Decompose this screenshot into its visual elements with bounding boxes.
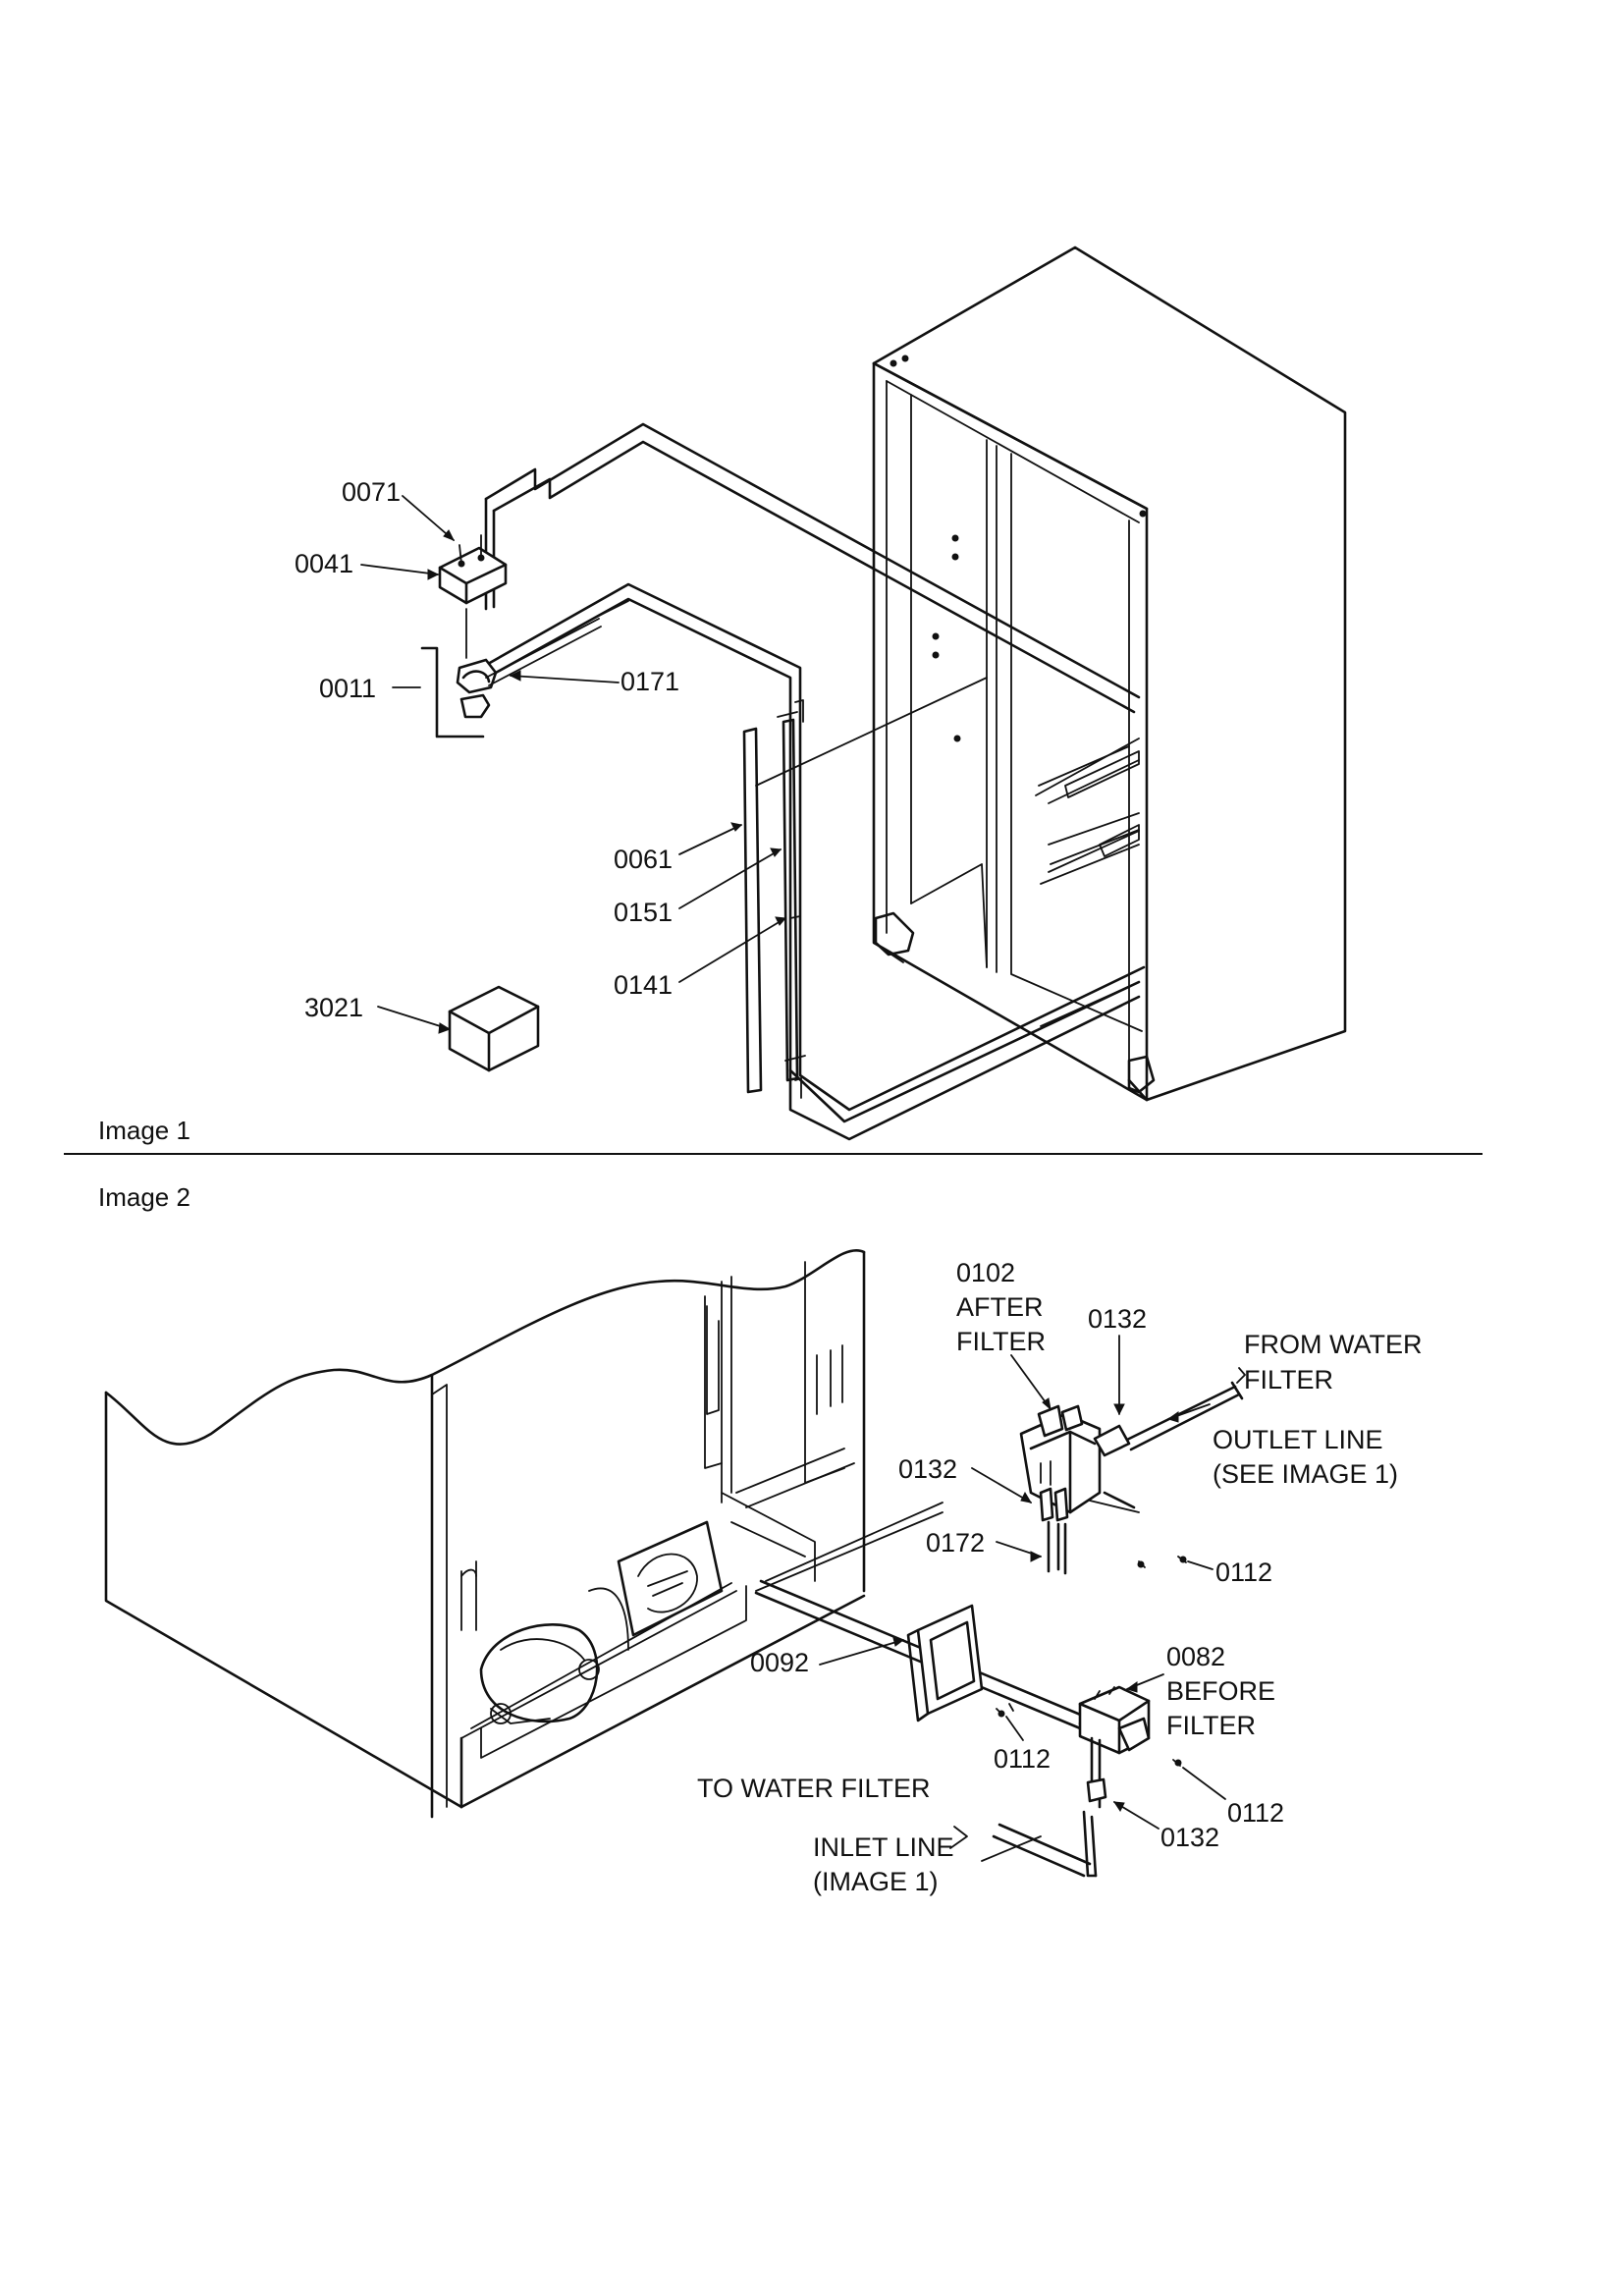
bracket-0092: [906, 1604, 984, 1722]
leader-lines-image2: [819, 1335, 1246, 1862]
caption-image1: Image 1: [98, 1116, 190, 1145]
label-to-water-filter: TO WATER FILTER: [697, 1774, 931, 1803]
label-0112-mid: 0112: [994, 1744, 1051, 1774]
label-outlet-line: OUTLET LINE: [1213, 1425, 1383, 1454]
label-filter-before: FILTER: [1166, 1711, 1256, 1740]
label-image1-ref: (IMAGE 1): [813, 1867, 939, 1896]
label-see-image1: (SEE IMAGE 1): [1213, 1459, 1398, 1489]
label-filter-after: FILTER: [956, 1327, 1046, 1356]
rods: [742, 699, 806, 1099]
label-filter-from: FILTER: [1244, 1365, 1333, 1394]
valve-0102-after-filter: [1019, 1381, 1244, 1575]
label-after: AFTER: [956, 1292, 1044, 1322]
label-0061: 0061: [614, 845, 673, 874]
label-0132-mid: 0132: [898, 1454, 957, 1484]
valve-0082-before-filter: [992, 1685, 1151, 1878]
box-3021: [448, 985, 540, 1072]
label-0071: 0071: [342, 477, 401, 507]
label-0132-low: 0132: [1160, 1823, 1219, 1852]
water-line-tubing: [479, 422, 1146, 1141]
label-0151: 0151: [614, 898, 673, 927]
screws: [996, 1556, 1187, 1767]
label-0082: 0082: [1166, 1642, 1225, 1671]
image2-diagram: 0102 AFTER FILTER 0132 FROM WATER FILTER…: [104, 1249, 1422, 1896]
label-0102: 0102: [956, 1258, 1015, 1287]
caption-image2: Image 2: [98, 1182, 190, 1212]
refrigerator-rear-base: [104, 1249, 944, 1819]
label-0011: 0011: [319, 674, 376, 703]
label-from-water: FROM WATER: [1244, 1330, 1422, 1359]
image1-diagram: 0071 0041 0011 0171 0061 0151 0141 3021: [295, 246, 1347, 1141]
leader-lines-image1: [360, 495, 787, 1034]
valve-0011: [420, 600, 629, 738]
label-0112-low: 0112: [1227, 1798, 1284, 1828]
label-0171: 0171: [620, 667, 679, 696]
refrigerator-cabinet: [872, 246, 1347, 1102]
label-before: BEFORE: [1166, 1676, 1275, 1706]
label-0112-right: 0112: [1215, 1558, 1272, 1587]
label-0141: 0141: [614, 970, 673, 1000]
label-0092: 0092: [750, 1648, 809, 1677]
label-3021: 3021: [304, 993, 363, 1022]
label-inlet-line: INLET LINE: [813, 1832, 954, 1862]
label-0172: 0172: [926, 1528, 985, 1558]
label-0132-top: 0132: [1088, 1304, 1147, 1334]
label-0041: 0041: [295, 549, 353, 578]
bracket-0041: [438, 534, 508, 605]
